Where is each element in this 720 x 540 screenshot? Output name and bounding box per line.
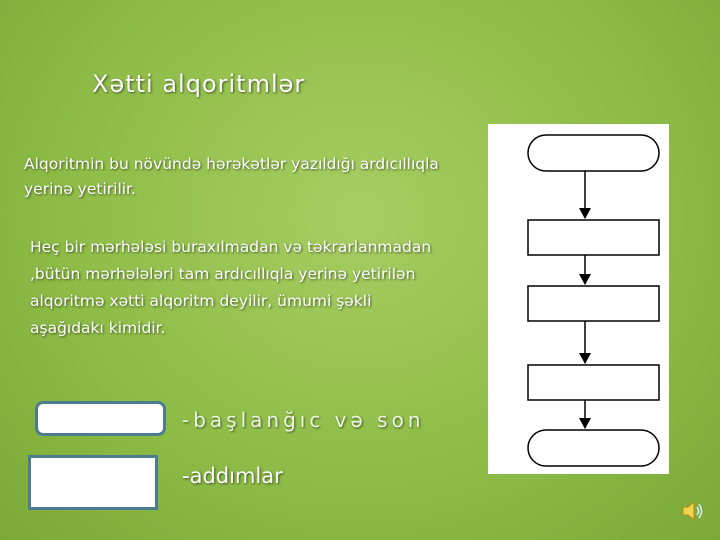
slide-title: Xətti alqoritmlər <box>92 70 306 98</box>
flowchart-diagram <box>488 124 669 474</box>
legend-step-shape <box>28 455 158 510</box>
flowchart-arrowhead <box>579 274 591 285</box>
legend-terminal-label: -başlanğıc və son <box>182 408 425 432</box>
flowchart-step <box>527 219 660 256</box>
flowchart-arrowhead <box>579 418 591 429</box>
flowchart-arrowhead <box>579 353 591 364</box>
flowchart-arrowhead <box>579 208 591 219</box>
flowchart-end-terminal <box>527 429 660 467</box>
flowchart-start-terminal <box>527 134 660 172</box>
paragraph-definition: Alqoritmin bu növündə hərəkətlər yazıldı… <box>24 155 439 198</box>
flowchart-step <box>527 364 660 401</box>
paragraph-description: Heç bir mərhələsi buraxılmadan və təkrar… <box>30 238 432 337</box>
flowchart-step <box>527 285 660 322</box>
legend-terminal-shape <box>35 401 166 436</box>
speaker-icon[interactable] <box>680 498 706 524</box>
legend-step-label: -addımlar <box>182 464 283 488</box>
